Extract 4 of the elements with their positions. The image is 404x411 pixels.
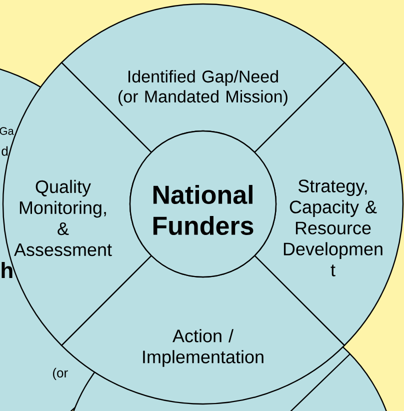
text-fragment: h — [2, 262, 12, 278]
text-fragment: d — [2, 146, 8, 156]
segment: Identified Gap/Need (or Mandated Mission) — [60, 3, 346, 153]
text-fragment: Ga — [0, 127, 14, 135]
